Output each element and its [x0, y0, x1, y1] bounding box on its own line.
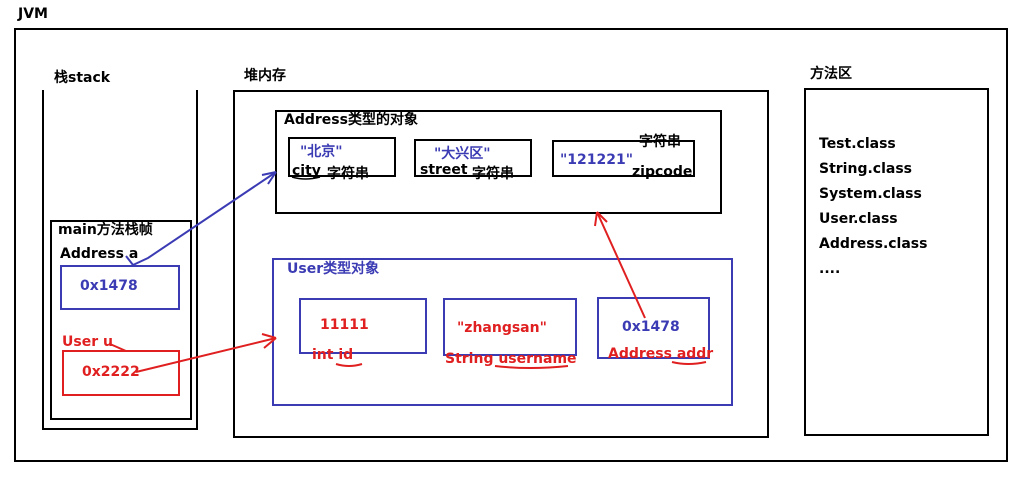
id-value: 11111	[320, 317, 369, 333]
var-a-hook	[125, 255, 134, 266]
city-type: 字符串	[327, 166, 369, 182]
jvm-container	[14, 28, 1008, 462]
var-u-label: User u	[62, 334, 113, 350]
city-name: city	[292, 163, 321, 179]
arrow-u-to-user	[135, 337, 277, 373]
arrow-addr-to-address	[596, 211, 646, 319]
heap-container	[233, 90, 769, 438]
class-list-item: Address.class	[819, 236, 928, 252]
stack-container	[42, 90, 198, 430]
method-area-title: 方法区	[810, 66, 852, 82]
arrowhead-addr-to-address	[594, 211, 608, 227]
main-stack-frame	[50, 220, 192, 420]
city-underline	[291, 176, 321, 180]
address-object-title: Address类型的对象	[284, 112, 418, 128]
method-area-container	[804, 88, 989, 436]
username-underline	[494, 365, 569, 369]
address-object	[275, 110, 722, 214]
var-u-value: 0x2222	[82, 364, 140, 380]
var-u-hook	[109, 343, 127, 352]
id-name: int id	[312, 347, 354, 363]
class-list-item: Test.class	[819, 136, 896, 152]
street-name: street	[420, 162, 468, 178]
arrowhead-a-to-address	[261, 171, 277, 185]
addr-name: Address addr	[608, 346, 714, 362]
zipcode-name: zipcode	[632, 164, 693, 180]
user-object-title: User类型对象	[287, 261, 380, 277]
zipcode-type: 字符串	[639, 134, 681, 150]
class-list-item: System.class	[819, 186, 922, 202]
id-underline	[335, 363, 363, 367]
address-city-field	[288, 137, 396, 177]
class-list-item: User.class	[819, 211, 898, 227]
city-value: "北京"	[300, 144, 343, 160]
stack-title: 栈stack	[54, 70, 111, 86]
addr-underline	[671, 361, 707, 365]
var-a-value: 0x1478	[80, 278, 138, 294]
user-username-field	[443, 298, 577, 356]
class-list: Test.class String.class System.class Use…	[819, 136, 927, 286]
jvm-title: JVM	[18, 6, 48, 22]
stack-frame-label: main方法栈帧	[58, 222, 153, 238]
user-addr-field	[597, 297, 710, 359]
var-u-box	[62, 350, 180, 396]
username-value: "zhangsan"	[457, 320, 547, 336]
heap-title: 堆内存	[244, 68, 286, 84]
user-object	[272, 258, 733, 406]
address-street-field	[414, 139, 532, 177]
addr-value: 0x1478	[622, 319, 680, 335]
username-name: String username	[445, 351, 577, 367]
var-a-box	[60, 265, 180, 310]
arrow-a-to-address	[132, 171, 277, 266]
street-value: "大兴区"	[434, 146, 491, 162]
arrowhead-u-to-user	[261, 333, 277, 349]
class-list-item: ....	[819, 261, 841, 277]
zipcode-value: "121221"	[560, 152, 634, 168]
user-id-field	[299, 298, 427, 354]
var-a-label: Address a	[60, 246, 139, 262]
street-type: 字符串	[472, 166, 514, 182]
class-list-item: String.class	[819, 161, 912, 177]
address-zipcode-field	[552, 140, 695, 177]
